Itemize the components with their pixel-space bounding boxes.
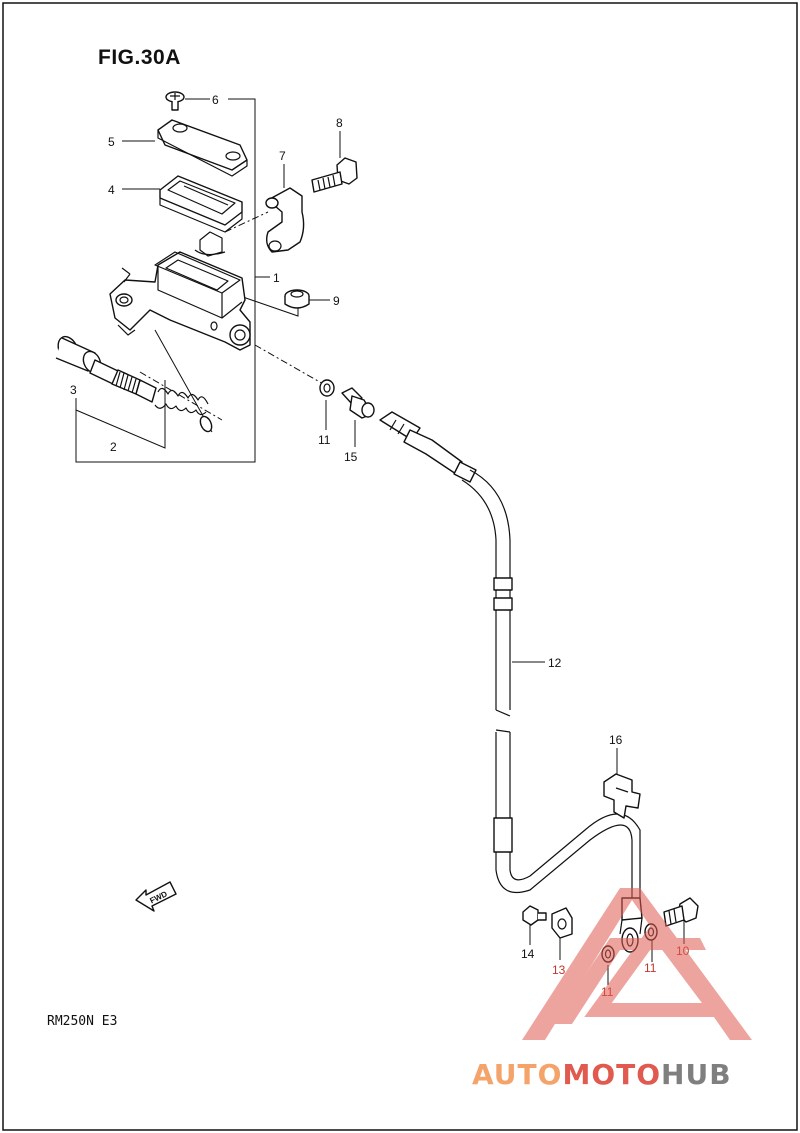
grommet-part — [284, 289, 310, 309]
part-label-9: 9 — [333, 294, 340, 308]
diaphragm-part — [159, 175, 243, 233]
part-label-13: 15 — [344, 450, 358, 464]
model-code: RM250N E3 — [47, 1014, 118, 1029]
bolt-part — [311, 157, 358, 193]
watermark-text-auto: AUTOMOTOHUB — [472, 1058, 732, 1091]
part-label-4: 4 — [108, 183, 115, 197]
part-label-8: 8 — [336, 116, 343, 130]
part-label-14: 16 — [609, 733, 623, 747]
hose-clamp-part — [551, 907, 573, 939]
reservoir-cap-part — [157, 119, 248, 177]
part-label-2: 2 — [110, 440, 117, 454]
part-label-3: 3 — [70, 383, 77, 397]
watermark-logo — [522, 888, 752, 1040]
part-label-5: 5 — [108, 135, 115, 149]
part-label-15: 13 — [552, 963, 566, 977]
figure-title: FIG.30A — [98, 46, 181, 69]
assembly-bracket — [112, 98, 256, 463]
part-label-11-upper: 11 — [318, 433, 331, 447]
part-label-1: 1 — [273, 271, 280, 285]
small-bolt-part — [522, 905, 547, 926]
part-label-7: 7 — [279, 149, 286, 163]
master-cylinder-body — [109, 231, 251, 351]
washer-part — [319, 379, 335, 397]
part-label-6: 6 — [212, 93, 219, 107]
part-label-16: 14 — [521, 947, 535, 961]
clamp-part — [265, 187, 305, 253]
forward-arrow-icon: FWD — [135, 881, 177, 912]
piston-bracket — [75, 380, 166, 449]
piston-bracket-lower — [75, 410, 112, 463]
lower-union-bolt-part — [663, 897, 699, 927]
piston-assembly-part — [55, 335, 213, 433]
hose-guide-part — [603, 773, 641, 819]
screw-part — [165, 91, 185, 111]
union-bolt-part — [341, 387, 375, 419]
clutch-hose-part — [379, 411, 643, 953]
part-label-11-lower-right: 11 — [644, 961, 657, 975]
part-label-12: 12 — [548, 656, 562, 670]
